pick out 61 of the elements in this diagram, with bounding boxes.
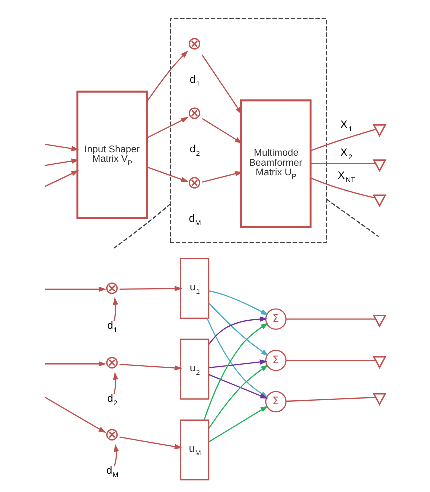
connector: [286, 360, 376, 362]
arrow: [45, 144, 80, 152]
node-circle: Σ: [265, 308, 287, 330]
arrow: [44, 397, 106, 434]
node-text: ⊗: [104, 354, 120, 374]
cluster: [170, 18, 328, 244]
arrow: [208, 303, 269, 356]
arrow: [114, 444, 120, 466]
arrow: [120, 286, 182, 292]
connector: [310, 129, 376, 152]
arrow: [146, 50, 188, 102]
node-box: u$_{1}$: [180, 258, 210, 320]
node-text: d$_{2}$: [108, 392, 118, 408]
node-antenna: [372, 315, 387, 328]
node-antenna: [372, 124, 387, 138]
node-box: u$_{M}$: [180, 420, 210, 481]
node-label: d$_{M}$: [189, 212, 202, 228]
arrow: [208, 316, 268, 345]
node-circle: Σ: [265, 350, 287, 372]
node-box: Multimode Beamformer Matrix U$_{P}$: [240, 100, 312, 228]
node-text: ⊗: [187, 173, 202, 194]
connector: [286, 318, 376, 320]
node-box: u$_{2}$: [180, 338, 210, 400]
connector: [326, 198, 380, 238]
edge-label: X$_{2}$: [340, 147, 353, 162]
arrow: [45, 361, 107, 367]
arrow: [147, 166, 189, 182]
connector: [286, 397, 376, 402]
arrow: [120, 436, 182, 450]
connector: [310, 163, 376, 164]
node-text: d$_{1}$: [108, 320, 118, 335]
arrow: [44, 170, 80, 188]
arrow: [208, 290, 269, 316]
node-text: ⊗: [104, 426, 120, 446]
arrow: [120, 364, 182, 371]
node-antenna: [372, 356, 387, 370]
arrow: [45, 286, 107, 292]
arrow: [202, 54, 242, 115]
node-label: d$_{2}$: [190, 144, 200, 158]
node-antenna: [372, 194, 387, 208]
edge-label: X$_{NT}$: [338, 170, 356, 184]
edge-label: X$_{1}$: [340, 118, 353, 134]
node-text: ⊗: [187, 104, 202, 124]
node-text: d$_{M}$: [106, 465, 119, 480]
arrow: [113, 297, 118, 322]
node-text: ⊗: [104, 278, 120, 299]
node-label: d$_{1}$: [190, 74, 200, 89]
arrow: [45, 158, 80, 166]
node-antenna: [372, 393, 387, 406]
arrow: [113, 372, 119, 394]
node-antenna: [372, 160, 387, 172]
connector: [112, 204, 172, 250]
arrow: [202, 118, 243, 144]
arrow: [202, 171, 243, 183]
node-circle: Σ: [265, 391, 287, 413]
node-text: ⊗: [187, 34, 202, 55]
arrow: [208, 406, 268, 442]
arrow: [147, 117, 189, 139]
arrow: [209, 360, 268, 368]
node-box: Input Shaper Matrix V$_{P}$: [76, 90, 148, 220]
connector: [310, 178, 376, 199]
